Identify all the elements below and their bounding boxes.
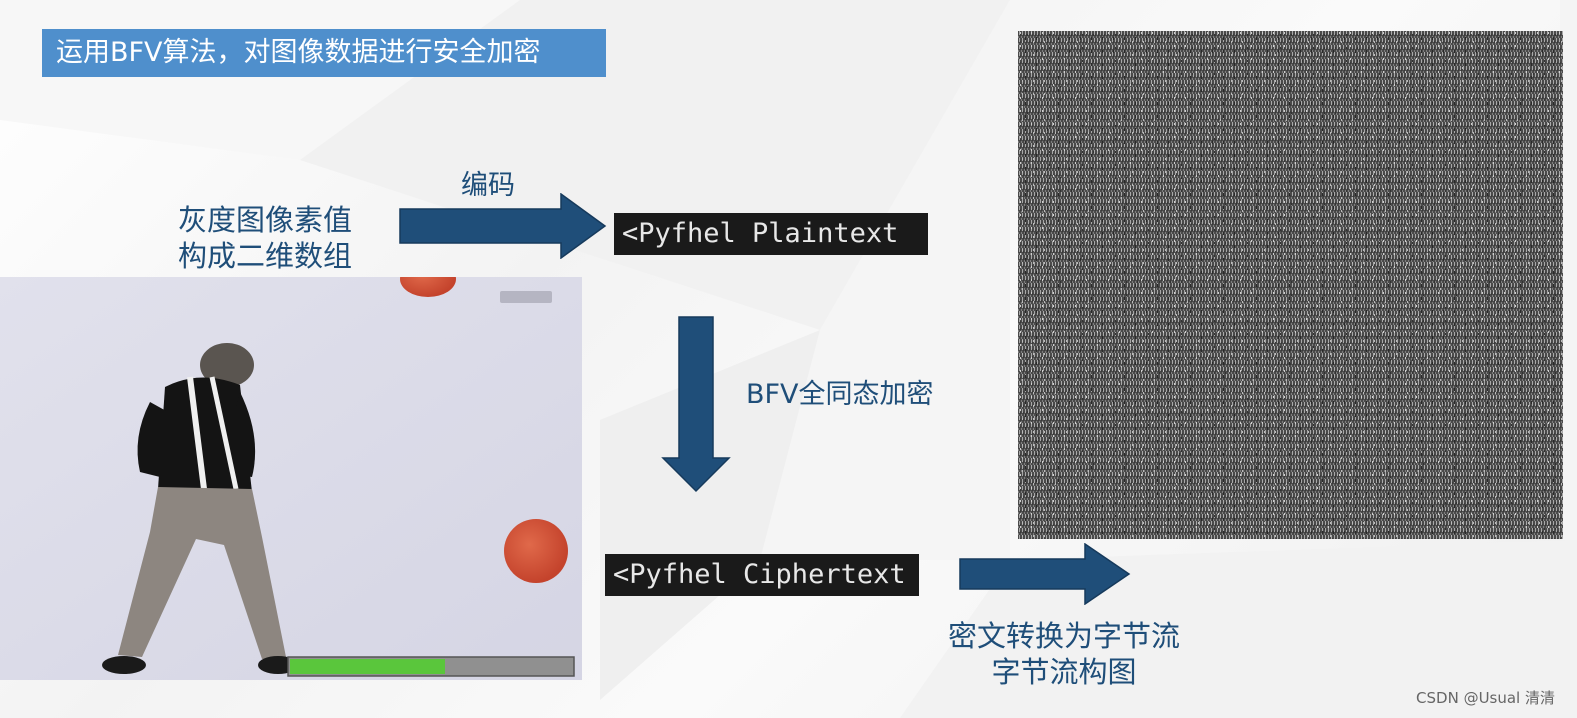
encrypt-label: BFV全同态加密 bbox=[746, 372, 934, 411]
convert-label-line1: 密文转换为字节流 bbox=[948, 618, 1180, 654]
watermark: CSDN @Usual 清清 bbox=[1416, 687, 1555, 708]
progress-fill bbox=[290, 659, 445, 674]
source-image-drawing bbox=[0, 277, 582, 680]
ciphertext-box: <Pyfhel Ciphertext bbox=[605, 554, 919, 596]
progress-bar bbox=[288, 657, 574, 676]
down-arrow-icon bbox=[661, 316, 731, 493]
source-label: 灰度图像素值 构成二维数组 bbox=[178, 202, 352, 274]
convert-label-line2: 字节流构图 bbox=[948, 654, 1180, 690]
encrypted-image bbox=[1018, 31, 1563, 539]
source-image bbox=[0, 277, 582, 680]
right-arrow-icon bbox=[399, 193, 609, 259]
right-arrow-icon bbox=[959, 543, 1133, 605]
plaintext-box: <Pyfhel Plaintext bbox=[614, 213, 928, 255]
page-title: 运用BFV算法，对图像数据进行安全加密 bbox=[42, 29, 606, 77]
source-label-line2: 构成二维数组 bbox=[178, 238, 352, 274]
source-label-line1: 灰度图像素值 bbox=[178, 202, 352, 238]
convert-label: 密文转换为字节流 字节流构图 bbox=[948, 618, 1180, 690]
ball-right bbox=[504, 519, 568, 583]
encrypted-noise bbox=[1018, 31, 1563, 539]
